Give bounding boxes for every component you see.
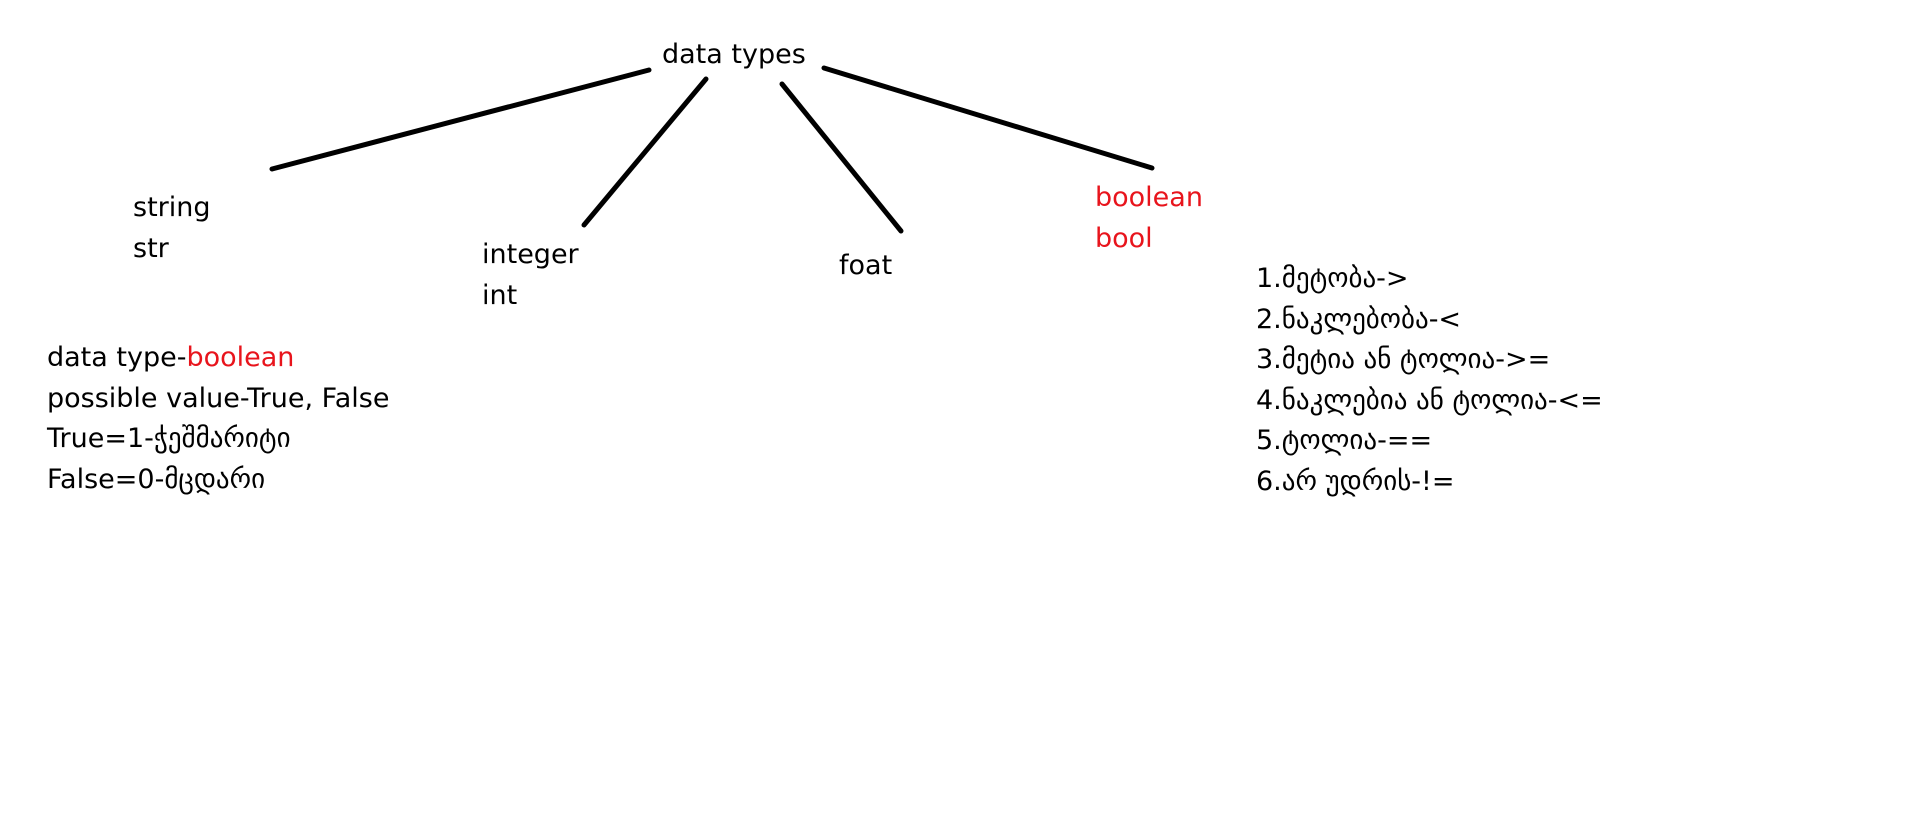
connector-root-to-string <box>269 67 652 172</box>
node-float: foat <box>839 246 892 287</box>
node-integer: integer int <box>482 235 579 316</box>
operator-list: 1.მეტობა-> 2.ნაკლებობა-< 3.მეტია ან ტოლი… <box>1256 259 1603 502</box>
node-float-name: foat <box>839 250 893 281</box>
boolean-note-possible-values: possible value-True, False <box>47 382 390 414</box>
node-string-name: string <box>133 192 211 223</box>
node-boolean-alias: bool <box>1095 222 1153 254</box>
boolean-note-false: False=0-მცდარი <box>47 463 266 495</box>
operator-item: 1.მეტობა-> <box>1256 263 1409 294</box>
boolean-note-type-line: data type-boolean <box>47 338 389 379</box>
boolean-note: data type-boolean possible value-True, F… <box>47 338 389 500</box>
node-string-alias: str <box>133 232 169 264</box>
node-boolean-name: boolean <box>1095 182 1203 213</box>
operator-item: 3.მეტია ან ტოლია->= <box>1256 344 1551 375</box>
operator-item: 6.არ უდრის-!= <box>1256 465 1455 497</box>
operator-item: 2.ნაკლებობა-< <box>1256 303 1462 335</box>
boolean-note-prefix: data type- <box>47 342 187 373</box>
connector-root-to-integer <box>581 76 709 228</box>
node-string: string str <box>133 188 211 269</box>
boolean-note-true: True=1-ჭეშმარიტი <box>47 423 291 454</box>
connector-root-to-boolean <box>821 65 1155 171</box>
operator-item: 4.ნაკლებია ან ტოლია-<= <box>1256 384 1603 416</box>
node-integer-alias: int <box>482 279 518 311</box>
connector-root-to-float <box>779 81 904 234</box>
root-node-label: data types <box>662 39 806 70</box>
boolean-note-type-name: boolean <box>186 342 295 373</box>
node-integer-name: integer <box>482 239 579 270</box>
operator-item: 5.ტოლია-== <box>1256 425 1433 456</box>
node-boolean: boolean bool <box>1095 178 1203 259</box>
